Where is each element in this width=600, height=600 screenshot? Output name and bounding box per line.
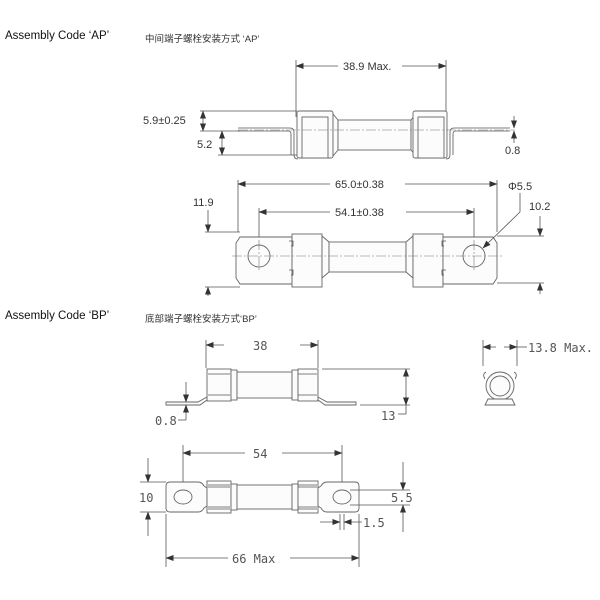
dim-bp-width: 10 [139,491,153,505]
dim-bp-edge-distance: 1.5 [363,516,385,530]
dim-ap-hole-diameter: Φ5.5 [508,181,532,193]
dim-ap-overall-length: 65.0±0.38 [335,179,384,191]
dim-ap-offset: 5.2 [197,139,212,151]
dim-bp-diameter: 13.8 Max. [528,341,593,355]
dim-ap-length: 38.9 Max. [343,61,391,73]
dim-ap-height: 5.9±0.25 [143,115,186,127]
bp-end-view: 13.8 Max. [482,340,593,406]
ap-side-view: 38.9 Max. 5.9±0.25 5.2 0.8 [143,60,520,160]
dim-bp-thickness: 0.8 [155,414,177,428]
dim-bp-hole-size: 5.5 [391,491,413,505]
dim-bp-length: 38 [253,339,267,353]
bp-side-view: 38 13 0.8 [155,339,410,428]
dim-bp-hole-spacing: 54 [253,447,267,461]
section-ap-subtitle: 中间端子螺栓安装方式 ‘AP’ [145,34,260,45]
section-ap-title: Assembly Code ‘AP’ [5,30,110,42]
bp-top-view: 54 10 5.5 [139,445,413,567]
section-bp-subtitle: 底部端子螺栓安装方式‘BP’ [145,314,257,325]
dim-ap-width-right: 10.2 [529,201,550,213]
ap-top-view: 65.0±0.38 54.1±0.38 11.9 [193,179,550,296]
dim-ap-hole-spacing: 54.1±0.38 [335,207,384,219]
dim-ap-thickness: 0.8 [505,145,520,157]
dim-ap-width-left: 11.9 [193,197,214,209]
section-bp-title: Assembly Code ‘BP’ [5,310,110,322]
dim-bp-overall-length: 66 Max [232,552,275,566]
dim-bp-height: 13 [381,409,395,423]
